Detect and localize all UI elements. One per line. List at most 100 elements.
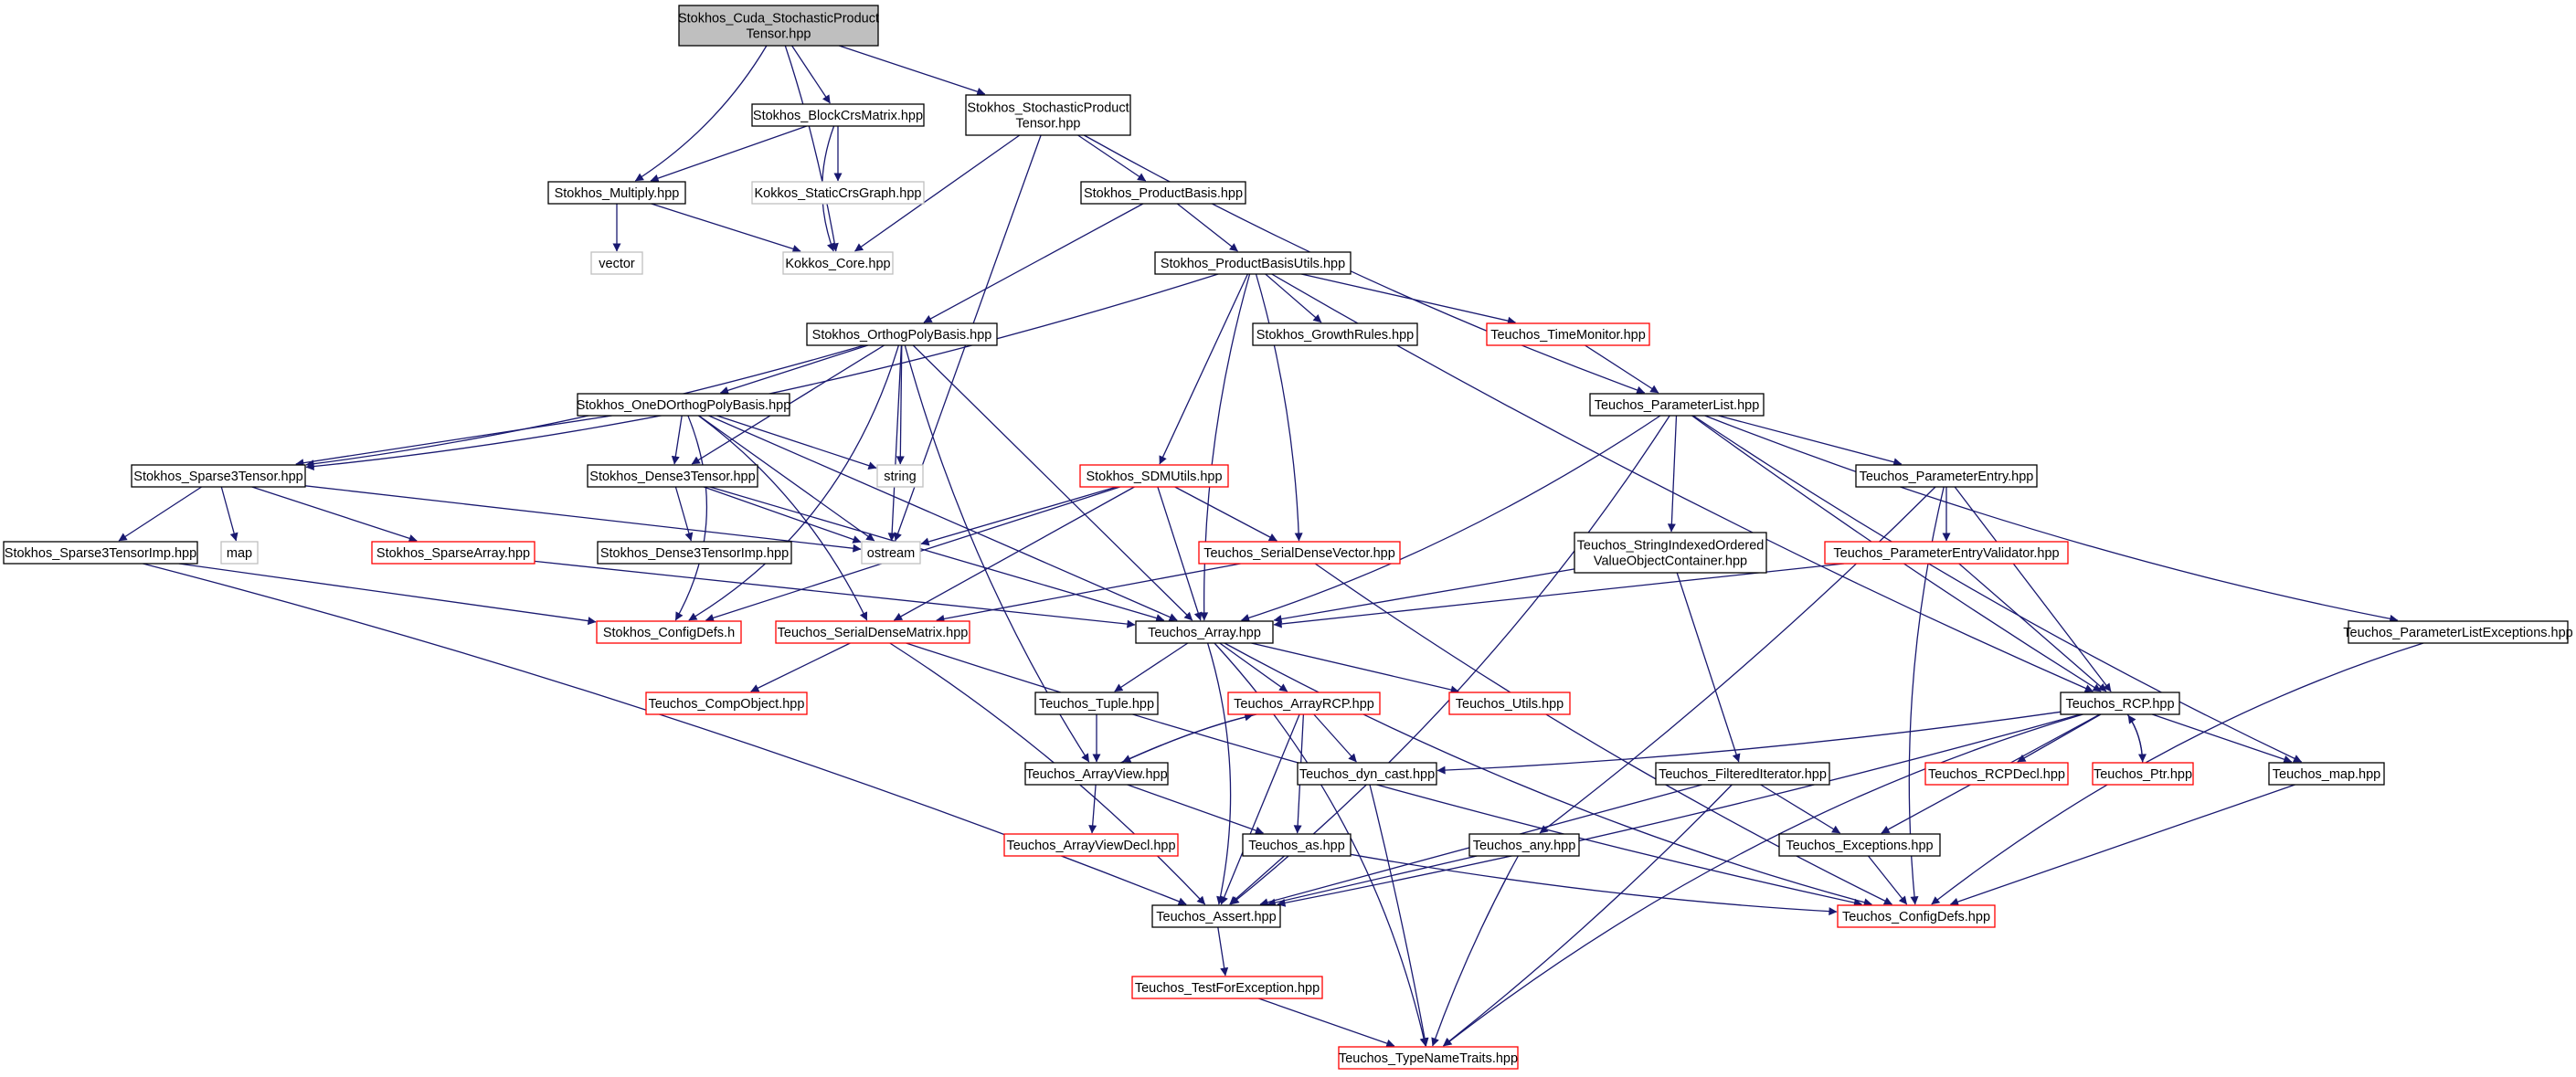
graph-node-growth[interactable]: Stokhos_GrowthRules.hpp bbox=[1252, 322, 1418, 346]
graph-node-blockcrs[interactable]: Stokhos_BlockCrsMatrix.hpp bbox=[751, 103, 925, 127]
graph-node-exceptions[interactable]: Teuchos_Exceptions.hpp bbox=[1778, 833, 1941, 857]
edge-sdmutils-to-array bbox=[1157, 486, 1203, 621]
node-box bbox=[1242, 833, 1352, 857]
node-box bbox=[1448, 692, 1571, 715]
edge-oned-to-sdmatrix bbox=[697, 415, 868, 621]
edge-stochprod-to-kcore bbox=[854, 134, 1021, 252]
edge-paramlist-to-tmap bbox=[1692, 415, 2303, 763]
node-label: Stokhos_Multiply.hpp bbox=[555, 186, 680, 201]
graph-node-testforexc[interactable]: Teuchos_TestForException.hpp bbox=[1131, 976, 1323, 999]
node-label: string bbox=[884, 470, 916, 484]
edge-sdvector-to-tconfigdefs bbox=[1314, 563, 1892, 905]
node-label: Stokhos_SDMUtils.hpp bbox=[1086, 470, 1222, 484]
graph-node-tuple[interactable]: Teuchos_Tuple.hpp bbox=[1034, 692, 1159, 715]
node-box bbox=[751, 103, 925, 127]
node-label: Teuchos_FilteredIterator.hpp bbox=[1659, 767, 1827, 782]
edge-paramlist-to-plexceptions bbox=[1704, 415, 2399, 623]
edge-plexceptions-to-tconfigdefs bbox=[1931, 642, 2424, 905]
graph-node-arrayrcp[interactable]: Teuchos_ArrayRCP.hpp bbox=[1227, 692, 1381, 715]
graph-node-sdmatrix[interactable]: Teuchos_SerialDenseMatrix.hpp bbox=[775, 620, 970, 644]
node-label: Stokhos_BlockCrsMatrix.hpp bbox=[753, 109, 923, 123]
graph-node-prodbasis[interactable]: Stokhos_ProductBasis.hpp bbox=[1080, 181, 1246, 205]
node-label: Teuchos_RCP.hpp bbox=[2065, 697, 2174, 712]
graph-node-ptr[interactable]: Teuchos_Ptr.hpp bbox=[2092, 762, 2194, 786]
edge-dyncast-to-typename bbox=[1369, 784, 1429, 1047]
edge-array-to-tconfigdefs bbox=[1224, 642, 1872, 907]
node-label: Teuchos_StringIndexedOrdered bbox=[1577, 539, 1765, 554]
graph-node-any[interactable]: Teuchos_any.hpp bbox=[1468, 833, 1580, 857]
node-box bbox=[2060, 692, 2180, 715]
node-box bbox=[1924, 762, 2069, 786]
edge-root-to-blockcrs bbox=[791, 45, 831, 104]
graph-node-as[interactable]: Teuchos_as.hpp bbox=[1242, 833, 1352, 857]
graph-node-oned[interactable]: Stokhos_OneDOrthogPolyBasis.hpp bbox=[577, 393, 791, 417]
node-label: Kokkos_StaticCrsGraph.hpp bbox=[755, 186, 922, 201]
graph-node-plexceptions[interactable]: Teuchos_ParameterListExceptions.hpp bbox=[2343, 620, 2573, 644]
graph-node-pevalidator[interactable]: Teuchos_ParameterEntryValidator.hpp bbox=[1824, 541, 2069, 565]
edge-orthopoly-to-ostream bbox=[887, 344, 903, 542]
node-label: Teuchos_ParameterList.hpp bbox=[1595, 398, 1760, 413]
graph-node-paramentry[interactable]: Teuchos_ParameterEntry.hpp bbox=[1855, 464, 2038, 488]
graph-node-string: string bbox=[876, 464, 924, 488]
graph-node-avdecl[interactable]: Teuchos_ArrayViewDecl.hpp bbox=[1003, 833, 1179, 857]
edge-orthopoly-to-sparse3 bbox=[305, 344, 864, 469]
graph-node-multiply[interactable]: Stokhos_Multiply.hpp bbox=[547, 181, 686, 205]
graph-node-sparsearray[interactable]: Stokhos_SparseArray.hpp bbox=[371, 541, 535, 565]
node-box bbox=[1589, 393, 1765, 417]
node-label: Teuchos_Utils.hpp bbox=[1456, 697, 1564, 712]
node-label: Teuchos_Tuple.hpp bbox=[1039, 697, 1154, 712]
graph-node-dense3imp[interactable]: Stokhos_Dense3TensorImp.hpp bbox=[597, 541, 792, 565]
graph-node-tconfigdefs[interactable]: Teuchos_ConfigDefs.hpp bbox=[1837, 904, 1996, 928]
graph-node-sdmutils[interactable]: Stokhos_SDMUtils.hpp bbox=[1079, 464, 1229, 488]
edge-pbutils-to-growth bbox=[1265, 273, 1322, 323]
graph-node-configdefs_h[interactable]: Stokhos_ConfigDefs.h bbox=[596, 620, 742, 644]
edge-sdmatrix-to-tconfigdefs bbox=[906, 642, 1862, 907]
graph-node-orthopoly[interactable]: Stokhos_OrthogPolyBasis.hpp bbox=[806, 322, 998, 346]
graph-node-paramlist[interactable]: Teuchos_ParameterList.hpp bbox=[1589, 393, 1765, 417]
edge-paramentry-to-any bbox=[1539, 486, 1936, 834]
edge-pbutils-to-timemon bbox=[1300, 273, 1516, 325]
graph-node-arrayview[interactable]: Teuchos_ArrayView.hpp bbox=[1024, 762, 1169, 786]
graph-node-timemon[interactable]: Teuchos_TimeMonitor.hpp bbox=[1486, 322, 1650, 346]
edge-pbutils-to-sdmutils bbox=[1159, 273, 1248, 465]
node-box bbox=[2348, 620, 2569, 644]
node-label: Teuchos_TestForException.hpp bbox=[1135, 981, 1320, 996]
node-label: Teuchos_RCPDecl.hpp bbox=[1928, 767, 2065, 782]
node-box bbox=[876, 464, 924, 488]
graph-node-rcpdecl[interactable]: Teuchos_RCPDecl.hpp bbox=[1924, 762, 2069, 786]
edge-stochprod-to-paramlist bbox=[1083, 134, 1646, 395]
graph-node-utils[interactable]: Teuchos_Utils.hpp bbox=[1448, 692, 1571, 715]
graph-node-dense3[interactable]: Stokhos_Dense3Tensor.hpp bbox=[587, 464, 758, 488]
edge-orthopoly-to-array bbox=[912, 344, 1193, 621]
node-label: Teuchos_TimeMonitor.hpp bbox=[1490, 328, 1646, 343]
graph-node-pbutils[interactable]: Stokhos_ProductBasisUtils.hpp bbox=[1154, 251, 1352, 275]
edge-rcp-to-ptr bbox=[2126, 713, 2147, 763]
node-box bbox=[1252, 322, 1418, 346]
graph-node-sdvector[interactable]: Teuchos_SerialDenseVector.hpp bbox=[1198, 541, 1401, 565]
graph-node-compobject[interactable]: Teuchos_CompObject.hpp bbox=[645, 692, 808, 715]
edge-root-to-kcore bbox=[784, 45, 839, 252]
graph-node-filtered[interactable]: Teuchos_FilteredIterator.hpp bbox=[1655, 762, 1830, 786]
node-label: Teuchos_Ptr.hpp bbox=[2094, 767, 2192, 782]
node-label: Stokhos_Cuda_StochasticProduct bbox=[678, 12, 879, 26]
graph-node-assert[interactable]: Teuchos_Assert.hpp bbox=[1151, 904, 1281, 928]
edge-sdvector-to-sdmatrix bbox=[936, 563, 1241, 623]
graph-node-strindexed[interactable]: Teuchos_StringIndexedOrderedValueObjectC… bbox=[1574, 532, 1767, 574]
edge-arrayview-to-as bbox=[1127, 784, 1264, 835]
graph-node-sparse3[interactable]: Stokhos_Sparse3Tensor.hpp bbox=[131, 464, 306, 488]
graph-node-rcp[interactable]: Teuchos_RCP.hpp bbox=[2060, 692, 2180, 715]
node-label: Teuchos_ConfigDefs.hpp bbox=[1842, 910, 1990, 924]
node-box bbox=[751, 181, 925, 205]
graph-node-tmap[interactable]: Teuchos_map.hpp bbox=[2268, 762, 2385, 786]
node-label: Tensor.hpp bbox=[1016, 117, 1081, 132]
node-box bbox=[1198, 541, 1401, 565]
edge-sdmutils-to-sdvector bbox=[1174, 486, 1277, 542]
graph-node-array[interactable]: Teuchos_Array.hpp bbox=[1135, 620, 1274, 644]
node-label: Tensor.hpp bbox=[747, 27, 811, 42]
graph-node-sparse3imp[interactable]: Stokhos_Sparse3TensorImp.hpp bbox=[3, 541, 198, 565]
edge-any-to-assert bbox=[1267, 855, 1478, 907]
graph-node-typename[interactable]: Teuchos_TypeNameTraits.hpp bbox=[1338, 1046, 1519, 1070]
graph-node-dyncast[interactable]: Teuchos_dyn_cast.hpp bbox=[1297, 762, 1437, 786]
